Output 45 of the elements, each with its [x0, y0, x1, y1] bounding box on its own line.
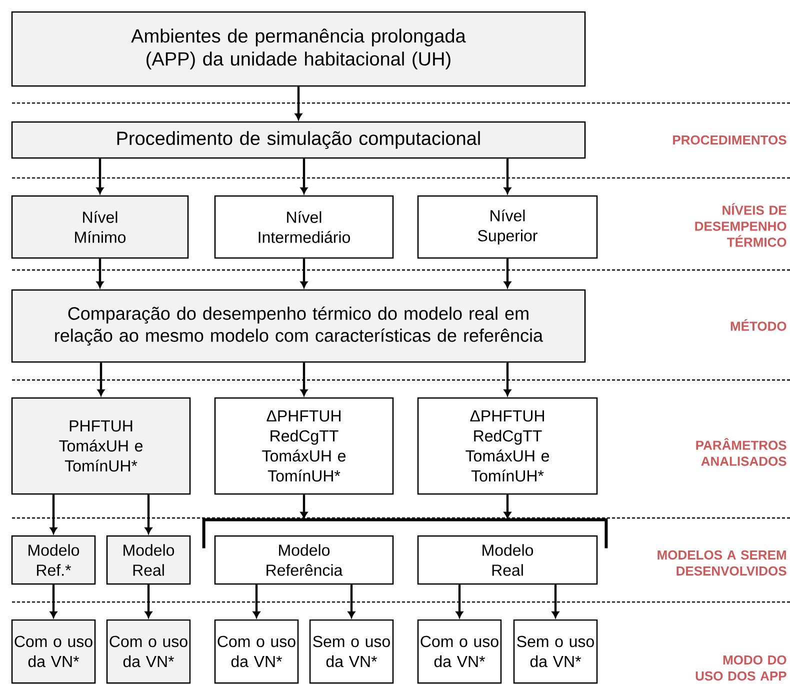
section-label: MODO DO USO DOS APP [696, 655, 786, 681]
arrow [50, 584, 58, 618]
process-box: ΔPHFTUH RedCgTT TomáxUH e TomínUH* [214, 397, 394, 495]
process-box: Sem o uso da VN* [309, 619, 394, 684]
process-box: Modelo Referência [214, 535, 394, 585]
arrow [300, 362, 308, 396]
arrow [96, 258, 104, 288]
process-box: Nível Superior [417, 195, 598, 259]
section-label: PROCEDIMENTOS [673, 135, 786, 145]
arrow [300, 158, 308, 194]
process-box: Com o uso da VN* [417, 619, 502, 684]
arrow [50, 494, 58, 534]
section-label: MÉTODO [730, 319, 786, 331]
arrow [504, 494, 512, 518]
process-box: Com o uso da VN* [11, 619, 96, 684]
process-box: Comparação do desempenho térmico do modelo real em relação ao mesmo modelo com características de referência [11, 289, 586, 363]
process-box: Procedimento de simulação computacional [11, 121, 586, 159]
section-label: MODELOS A SEREM DESENVOLVIDOS [658, 550, 786, 576]
arrow [504, 362, 512, 396]
process-box: Com o uso da VN* [106, 619, 191, 684]
arrow [300, 258, 308, 288]
process-box: Nível Intermediário [214, 195, 394, 259]
process-box: ΔPHFTUH RedCgTT TomáxUH e TomínUH* [417, 397, 598, 495]
arrow [504, 258, 512, 288]
arrow [300, 494, 308, 518]
process-box: Com o uso da VN* [214, 619, 299, 684]
process-box: Sem o uso da VN* [513, 619, 598, 684]
arrow [97, 362, 105, 396]
section-label: NÍVEIS DE DESEMPENHO TÉRMICO [695, 203, 786, 247]
section-label: PARÂMETROS ANALISADOS [696, 438, 786, 466]
arrow [144, 494, 152, 534]
arrow [348, 584, 356, 618]
process-box: Modelo Real [106, 535, 191, 585]
arrow [552, 584, 560, 618]
process-box: Nível Mínimo [11, 195, 189, 259]
process-box: Modelo Real [417, 535, 598, 585]
arrow [456, 584, 464, 618]
arrow [252, 584, 260, 618]
arrow [144, 584, 152, 618]
process-box: Modelo Ref.* [11, 535, 96, 585]
process-box: Ambientes de permanência prolongada (APP) da unidade habitacional (UH) [11, 11, 586, 87]
process-box: PHFTUH TomáxUH e TomínUH* [11, 397, 191, 495]
arrow [504, 158, 512, 194]
arrow [96, 158, 104, 194]
arrow [294, 86, 302, 120]
